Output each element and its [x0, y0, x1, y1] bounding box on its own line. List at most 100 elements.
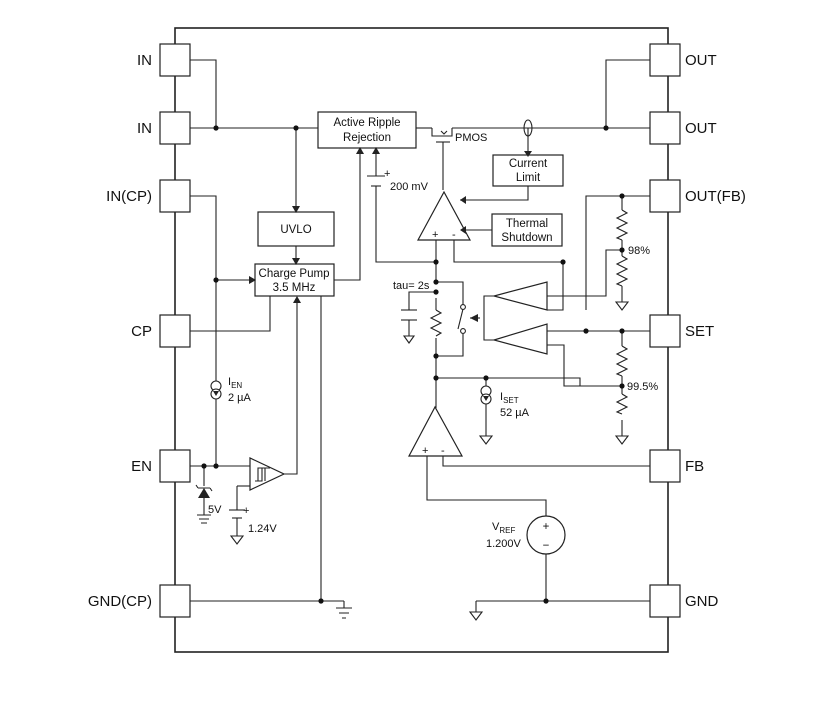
vref-value: 1.200V [486, 538, 522, 550]
arrow-icon [249, 276, 256, 284]
switch-contact [460, 328, 466, 334]
pin-en-label: EN [131, 458, 152, 475]
pin-gnd-cp-label: GND(CP) [88, 593, 152, 610]
ground-icon [402, 335, 416, 344]
current-limit-block: Current Limit [492, 154, 564, 187]
resistor-r3 [615, 345, 629, 377]
resistor-r1 [615, 209, 629, 241]
pin-fb-pad [649, 449, 681, 483]
pin-en-pad [159, 449, 191, 483]
thermal-line1: Thermal [506, 218, 548, 230]
pin-gnd-label: GND [685, 593, 719, 610]
tau-label: tau= 2s [393, 280, 430, 292]
pin-cp: CP [131, 314, 191, 348]
pin-in-2: IN [137, 111, 191, 145]
arrow-icon [292, 258, 300, 265]
ground-icon [468, 611, 484, 621]
ien-label: IEN [228, 376, 242, 390]
arrow-icon [524, 151, 532, 157]
reference-124v: + 1.24V [229, 505, 277, 545]
ien-current-source: IEN 2 µA [210, 376, 252, 404]
vref-label: VREF [492, 521, 515, 535]
pin-in-cp: IN(CP) [106, 179, 191, 213]
resistor-r4 [615, 393, 629, 415]
pin-en: EN [131, 449, 191, 483]
pin-gnd-cp-pad [159, 584, 191, 618]
charge-pump-line2: 3.5 MHz [273, 282, 316, 294]
arrow-icon [356, 147, 364, 154]
ien-value: 2 µA [228, 392, 252, 404]
error-amp-plus: + [432, 229, 438, 241]
plus-sign: + [384, 168, 390, 180]
pin-gnd-pad [649, 584, 681, 618]
active-ripple-rejection-block: Active Ripple Rejection [317, 111, 417, 149]
charge-pump-block: Charge Pump 3.5 MHz [254, 263, 335, 297]
zener-diode: 5V [195, 484, 222, 524]
pin-out-2-pad [649, 111, 681, 145]
pmos-label: PMOS [455, 132, 487, 144]
charge-pump-line1: Charge Pump [259, 268, 330, 280]
iset-value: 52 µA [500, 407, 530, 419]
pin-out-fb: OUT(FB) [649, 179, 746, 213]
pin-fb-label: FB [685, 458, 704, 475]
pin-cp-pad [159, 314, 191, 348]
error-amp-minus: - [452, 229, 456, 241]
pin-in-cp-pad [159, 179, 191, 213]
vref-minus: − [543, 540, 550, 552]
current-sense-icon [523, 119, 533, 137]
iset-label: ISET [500, 391, 519, 405]
reference-200mv: + 200 mV [367, 168, 429, 193]
arrow-icon [293, 296, 301, 303]
pin-in-1-label: IN [137, 52, 152, 69]
pin-in-1: IN [137, 43, 191, 77]
plus-sign: + [243, 505, 249, 517]
pin-out-1: OUT [649, 43, 717, 77]
pin-in-2-pad [159, 111, 191, 145]
pin-fb: FB [649, 449, 704, 483]
switch-icon [457, 308, 464, 330]
current-limit-line2: Limit [516, 172, 541, 184]
pin-out-fb-pad [649, 179, 681, 213]
fb-amplifier: + - [408, 405, 464, 457]
arrow-icon [460, 196, 466, 204]
resistor-tau [429, 309, 443, 337]
pct-98-label: 98% [628, 245, 650, 257]
fb-amp-minus: - [441, 445, 445, 457]
error-amplifier: + - [416, 190, 472, 241]
arrow-icon [372, 147, 380, 154]
junction-dots [201, 125, 625, 604]
pin-out-2-label: OUT [685, 120, 717, 137]
pin-in-1-pad [159, 43, 191, 77]
gnd-cp-ground-icon [336, 601, 352, 619]
active-ripple-line2: Rejection [343, 132, 391, 144]
ground-icon [614, 435, 630, 445]
pin-set-pad [649, 314, 681, 348]
current-limit-line1: Current [509, 158, 548, 170]
label-200mv: 200 mV [390, 181, 429, 193]
pin-gnd-cp: GND(CP) [88, 584, 191, 618]
uvlo-block: UVLO [257, 211, 335, 247]
thermal-line2: Shutdown [501, 232, 552, 244]
pin-cp-label: CP [131, 323, 152, 340]
iset-current-source: ISET 52 µA [478, 385, 530, 445]
active-ripple-line1: Active Ripple [333, 117, 400, 129]
ground-icon [478, 435, 494, 445]
pin-in-2-label: IN [137, 120, 152, 137]
arrow-icon [470, 314, 478, 322]
pin-set-label: SET [685, 323, 714, 340]
vref-plus: + [543, 521, 550, 533]
pmos-transistor: PMOS [431, 128, 487, 144]
arrow-icon [460, 226, 466, 234]
label-124v: 1.24V [248, 523, 277, 535]
zener-label: 5V [208, 504, 222, 516]
pin-in-cp-label: IN(CP) [106, 188, 152, 205]
window-comparators [491, 281, 548, 355]
fb-amp-plus: + [422, 445, 428, 457]
package-outline [174, 27, 669, 653]
arrow-icon [292, 206, 300, 213]
wires [190, 59, 650, 612]
pct-995-label: 99.5% [627, 381, 658, 393]
uvlo-label: UVLO [280, 224, 311, 236]
tau-network: tau= 2s [393, 280, 478, 344]
